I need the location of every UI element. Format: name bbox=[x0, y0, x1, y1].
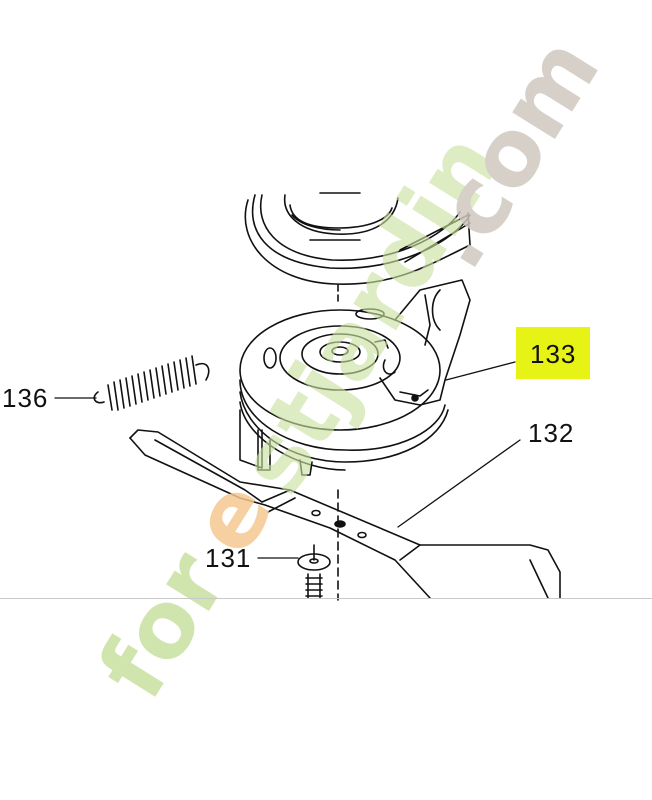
callout-131[interactable]: 131 bbox=[205, 543, 252, 573]
drive-belt bbox=[244, 199, 471, 285]
pto-clutch bbox=[239, 279, 471, 476]
washer-and-bolt bbox=[297, 544, 331, 599]
callout-136[interactable]: 136 bbox=[2, 383, 49, 413]
callout-133[interactable]: 133 bbox=[516, 327, 591, 379]
mower-blade bbox=[129, 429, 561, 599]
callout-132[interactable]: 132 bbox=[528, 418, 575, 448]
spring bbox=[93, 355, 210, 411]
leader-132 bbox=[397, 439, 521, 528]
leader-133 bbox=[445, 361, 516, 381]
drive-pulley bbox=[251, 192, 471, 270]
page-divider bbox=[0, 598, 652, 599]
